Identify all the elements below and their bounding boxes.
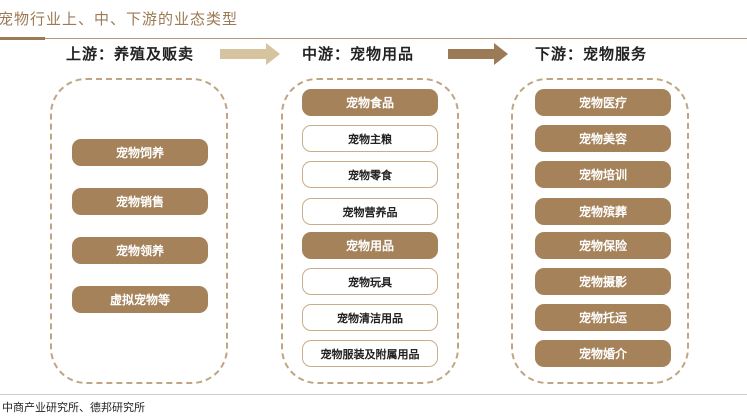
source-note: 中商产业研究所、德邦研究所 [2,401,145,414]
midstream-category: 宠物食品 [302,89,438,116]
upstream-item: 宠物领养 [72,237,208,264]
downstream-item: 宠物美容 [535,125,671,152]
downstream-item: 宠物托运 [535,304,671,331]
upstream-container [50,78,228,384]
midstream-subitem: 宠物玩具 [302,268,438,295]
arrow-right-icon [448,43,508,65]
downstream-item: 宠物培训 [535,161,671,188]
upstream-item: 宠物销售 [72,188,208,215]
midstream-subitem: 宠物营养品 [302,198,438,225]
downstream-item: 宠物医疗 [535,89,671,116]
downstream-item: 宠物婚介 [535,340,671,367]
footer-divider [0,394,747,395]
arrow-right-icon [220,43,280,65]
upstream-header: 上游：养殖及贩卖 [66,45,195,63]
downstream-item: 宠物保险 [535,232,671,259]
downstream-header: 下游：宠物服务 [535,45,648,63]
downstream-item: 宠物摄影 [535,268,671,295]
midstream-category: 宠物用品 [302,232,438,259]
midstream-subitem: 宠物零食 [302,161,438,188]
midstream-subitem: 宠物清洁用品 [302,304,438,331]
title-accent [0,37,45,40]
diagram-title: 宠物行业上、中、下游的业态类型 [0,10,239,28]
downstream-container [511,78,689,384]
downstream-item: 宠物殡葬 [535,198,671,225]
midstream-subitem: 宠物服装及附属用品 [302,340,438,367]
midstream-subitem: 宠物主粮 [302,125,438,152]
upstream-item: 虚拟宠物等 [72,286,208,313]
upstream-item: 宠物饲养 [72,139,208,166]
midstream-container [281,78,459,384]
title-divider [0,38,747,39]
midstream-header: 中游：宠物用品 [302,45,415,63]
